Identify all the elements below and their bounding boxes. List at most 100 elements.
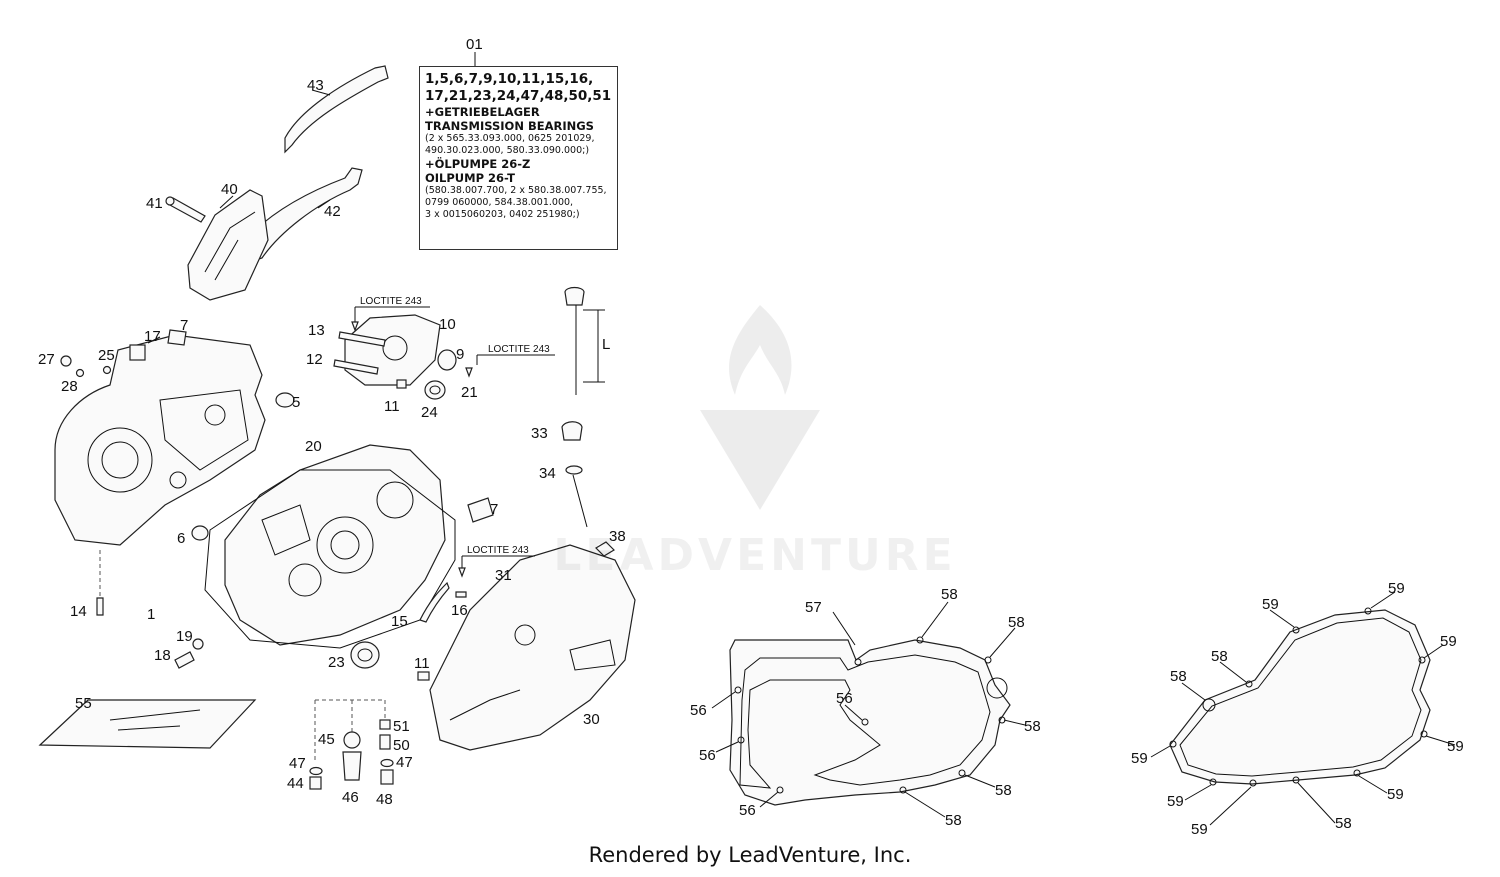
chain-guide-bracket-40: [187, 189, 269, 301]
callout-47a: 47: [289, 755, 306, 772]
callout-17: 17: [144, 328, 161, 345]
dipstick-33: [561, 421, 588, 528]
bolt-13: [338, 331, 386, 347]
callout-58a: 58: [941, 586, 958, 603]
loctite-marker-1: LOCTITE 243: [351, 296, 430, 332]
washer-25: [102, 365, 112, 375]
box-mid-line-1: +ÖLPUMPE 26-Z: [425, 157, 531, 171]
callout-56c: 56: [699, 747, 716, 764]
bolt-12: [333, 359, 379, 375]
callout-31: 31: [495, 567, 512, 584]
callout-30: 30: [583, 711, 600, 728]
dipstick-dimension-label: L: [602, 336, 610, 353]
gasket-clutch-cover: [1169, 607, 1431, 787]
callout-15: 15: [391, 613, 408, 630]
bushing-7b: [467, 497, 494, 523]
kit-contents-box: 1,5,6,7,9,10,11,15,16, 17,21,23,24,47,48…: [419, 66, 618, 250]
loctite-label-2: LOCTITE 243: [488, 344, 550, 355]
chain-guide-42: [249, 167, 363, 263]
callout-16: 16: [451, 602, 468, 619]
callout-47b: 47: [396, 754, 413, 771]
callout-6: 6: [177, 530, 185, 547]
bearing-24: [424, 380, 446, 400]
crankcase-right-half-20: [224, 444, 446, 646]
callout-58h: 58: [1335, 815, 1352, 832]
callout-58c: 58: [1024, 718, 1041, 735]
callout-59a: 59: [1262, 596, 1279, 613]
callout-59f: 59: [1387, 786, 1404, 803]
washer-28: [75, 368, 85, 378]
dowel-11a: [396, 379, 407, 389]
callout-27: 27: [38, 351, 55, 368]
chain-guide-43: [284, 65, 389, 154]
box-small2-line-2: 0799 060000, 584.38.001.000,: [425, 197, 574, 208]
loctite-label-3: LOCTITE 243: [467, 545, 529, 556]
bolt-16: [455, 591, 467, 598]
bearing-9: [437, 349, 457, 371]
washer-19: [192, 638, 204, 650]
callout-14: 14: [70, 603, 87, 620]
callout-59h: 59: [1191, 821, 1208, 838]
box-small1-line-2: 490.30.023.000, 580.33.090.000;): [425, 145, 590, 156]
callout-41: 41: [146, 195, 163, 212]
plug-27: [60, 355, 72, 367]
callout-7b: 7: [490, 501, 498, 518]
oil-pump-housing-10: [344, 314, 441, 386]
callout-43: 43: [307, 77, 324, 94]
callout-48: 48: [376, 791, 393, 808]
callout-50: 50: [393, 737, 410, 754]
crankcase-left-half: [54, 334, 266, 546]
callout-01: 01: [466, 36, 483, 53]
callout-56d: 56: [739, 802, 756, 819]
box-small1-line-1: (2 x 565.33.093.000, 0625 201029,: [425, 133, 595, 144]
callout-40: 40: [221, 181, 238, 198]
callout-59g: 59: [1167, 793, 1184, 810]
crankcase-gasket-outline: [204, 469, 456, 649]
callout-59b: 59: [1388, 580, 1405, 597]
callout-labels: 01 43 40 41 42 13 10 12 9 11 24 21 17 7 …: [38, 36, 1464, 838]
callout-58f: 58: [1211, 648, 1228, 665]
callout-55: 55: [75, 695, 92, 712]
callout-13: 13: [308, 322, 325, 339]
callout-21: 21: [461, 384, 478, 401]
watermark-text: LEADVENTURE: [553, 530, 957, 581]
callout-11b: 11: [414, 655, 430, 672]
callout-45: 45: [318, 731, 335, 748]
callout-7a: 7: [180, 317, 188, 334]
callout-44: 44: [287, 775, 304, 792]
callout-1: 1: [147, 606, 155, 623]
leader-lines: [147, 52, 1456, 826]
callout-25: 25: [98, 347, 115, 364]
callout-59c: 59: [1440, 633, 1457, 650]
box-main-line-4: TRANSMISSION BEARINGS: [425, 119, 594, 133]
oil-filler-plug-38: [595, 541, 615, 557]
bolt-41: [165, 196, 206, 223]
clamp-15: [419, 581, 450, 623]
callout-10: 10: [439, 316, 456, 333]
gasket-crankcase: [729, 636, 1011, 806]
callout-11a: 11: [384, 398, 400, 415]
callout-56b: 56: [836, 690, 853, 707]
callout-33: 33: [531, 425, 548, 442]
bolt-18: [174, 651, 195, 669]
clutch-cover-30: [429, 544, 636, 751]
bearing-23: [350, 641, 380, 669]
callout-46: 46: [342, 789, 359, 806]
box-small2-line-3: 3 x 0015060203, 0402 251980;): [425, 209, 580, 220]
box-small2-line-1: (580.38.007.700, 2 x 580.38.007.755,: [425, 185, 607, 196]
stud-14: [96, 550, 104, 616]
loctite-label-1: LOCTITE 243: [360, 296, 422, 307]
callout-5: 5: [292, 394, 300, 411]
callout-9: 9: [456, 346, 464, 363]
callout-42: 42: [324, 203, 341, 220]
box-main-line-2: 17,21,23,24,47,48,50,51: [425, 88, 612, 104]
oil-strainer-group: [309, 699, 394, 790]
bushing-5: [275, 392, 295, 408]
seal-7: [167, 329, 187, 346]
bushing-6: [191, 525, 209, 541]
loctite-marker-3: LOCTITE 243: [458, 545, 535, 578]
callout-19: 19: [176, 628, 193, 645]
callout-12: 12: [306, 351, 323, 368]
